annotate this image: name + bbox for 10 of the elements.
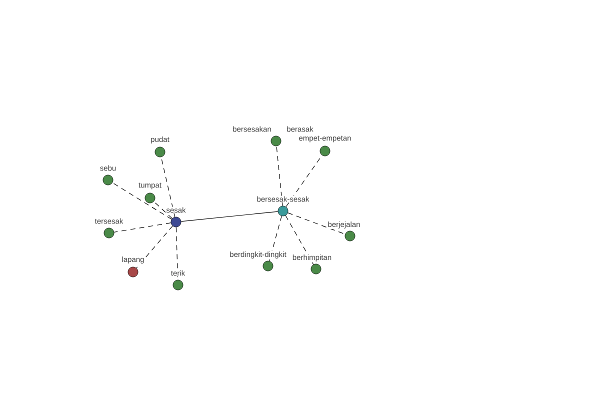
connector-line: [160, 156, 176, 218]
connector-line: [269, 216, 282, 262]
connector-line: [112, 182, 172, 220]
connector-line: [114, 222, 172, 232]
connector-line: [154, 201, 172, 219]
connector-line: [285, 215, 314, 265]
connector-line: [276, 146, 283, 206]
connector-line: [288, 212, 346, 234]
connector-line: [136, 226, 173, 268]
connector-line: [180, 211, 278, 222]
